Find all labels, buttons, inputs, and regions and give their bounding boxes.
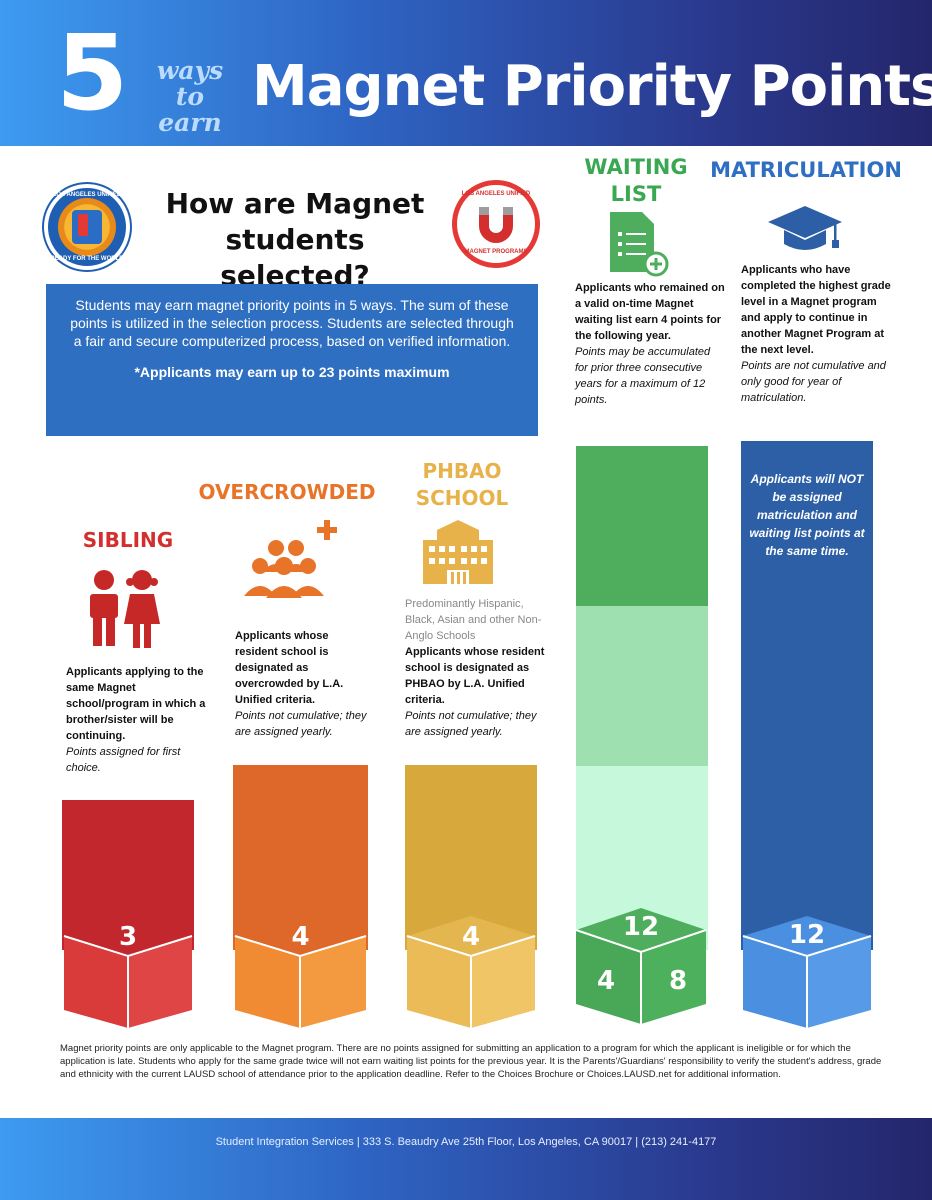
- matriculation-points: 12: [788, 920, 826, 950]
- magnet-icon: [479, 211, 513, 243]
- matriculation-bar-note: Applicants will NOT be assigned matricul…: [749, 472, 865, 558]
- waiting-list-italic: Points may be accumulated for prior thre…: [575, 346, 711, 406]
- sibling-description: Applicants applying to the same Magnet s…: [66, 664, 206, 776]
- school-building-icon: [423, 520, 493, 584]
- waiting-points-one-year: 4: [596, 966, 616, 996]
- lausd-logo-top-text: LOS ANGELES UNIFIED: [52, 192, 122, 198]
- waiting-list-heading: WAITING LIST: [576, 154, 696, 208]
- overcrowded-bold: Applicants whose resident school is desi…: [235, 630, 344, 706]
- sibling-heading: SIBLING: [82, 528, 174, 552]
- matriculation-description: Applicants who have completed the highes…: [741, 262, 891, 406]
- waiting-bar-middle-segment: [576, 606, 708, 766]
- phbao-bold: Applicants whose resident school is desi…: [405, 646, 545, 706]
- matriculation-points-cube: [742, 916, 872, 1028]
- sibling-points-cube: [63, 916, 193, 1028]
- crowd-plus-icon: [244, 520, 337, 598]
- phbao-heading: PHBAO SCHOOL: [402, 458, 522, 512]
- phbao-italic: Points not cumulative; they are assigned…: [405, 710, 537, 738]
- overcrowded-heading: OVERCROWDED: [198, 480, 376, 504]
- phbao-definition: Predominantly Hispanic, Black, Asian and…: [405, 598, 542, 642]
- overcrowded-description: Applicants whose resident school is desi…: [235, 628, 370, 740]
- matriculation-bar: [741, 441, 873, 950]
- ways-line-2: earn: [158, 108, 222, 137]
- waiting-heading-line-2: LIST: [610, 182, 662, 206]
- matriculation-italic: Points are not cumulative and only good …: [741, 360, 886, 404]
- waiting-points-two-years: 8: [668, 966, 688, 996]
- footer-banner: Student Integration Services | 333 S. Be…: [0, 1118, 932, 1200]
- sibling-points: 3: [118, 922, 138, 952]
- waiting-list-bold: Applicants who remained on a valid on-ti…: [575, 282, 725, 342]
- ways-to-earn: ways to earn: [140, 58, 240, 136]
- header-banner: 5 ways to earn Magnet Priority Points: [0, 0, 932, 146]
- magnet-programs-logo: LOS ANGELES UNIFIED MAGNET PROGRAMS: [452, 180, 540, 268]
- magnet-tip-left: [479, 207, 489, 215]
- lausd-logo: LOS ANGELES UNIFIED READY FOR THE WORLD: [44, 184, 130, 270]
- magnet-logo-top-text: LOS ANGELES UNIFIED: [461, 191, 531, 197]
- waiting-points-cube: [575, 908, 707, 1024]
- lausd-logo-bottom-text: READY FOR THE WORLD: [50, 256, 124, 262]
- intro-paragraph: Students may earn magnet priority points…: [70, 297, 514, 349]
- phbao-points: 4: [461, 922, 481, 952]
- magnet-tip-right: [503, 207, 513, 215]
- footer-address: Student Integration Services | 333 S. Be…: [215, 1136, 717, 1148]
- phbao-heading-line-2: SCHOOL: [415, 486, 509, 510]
- magnet-logo-bottom-text: MAGNET PROGRAMS: [464, 249, 528, 255]
- phbao-heading-line-1: PHBAO: [422, 459, 502, 483]
- siblings-icon: [90, 570, 160, 648]
- matriculation-bold: Applicants who have completed the highes…: [741, 264, 891, 356]
- sibling-italic: Points assigned for first choice.: [66, 746, 181, 774]
- big-number: 5: [56, 12, 129, 134]
- waiting-list-description: Applicants who remained on a valid on-ti…: [575, 280, 725, 408]
- sibling-bold: Applicants applying to the same Magnet s…: [66, 666, 206, 742]
- lausd-logo-mark-accent: [78, 214, 88, 236]
- phbao-description: Predominantly Hispanic, Black, Asian and…: [405, 596, 553, 740]
- waiting-points-total: 12: [622, 912, 660, 942]
- waiting-heading-line-1: WAITING: [584, 155, 688, 179]
- intro-box: Students may earn magnet priority points…: [46, 284, 538, 436]
- phbao-points-cube: [406, 916, 536, 1028]
- overcrowded-points: 4: [291, 922, 310, 952]
- footnote: Magnet priority points are only applicab…: [60, 1043, 882, 1080]
- selection-question: How are Magnet students selected?: [165, 187, 425, 292]
- waiting-bar-top-segment: [576, 446, 708, 606]
- matriculation-heading: MATRICULATION: [710, 158, 902, 182]
- ways-line-1: ways to: [156, 56, 224, 111]
- max-points-note: *Applicants may earn up to 23 points max…: [134, 364, 450, 380]
- overcrowded-italic: Points not cumulative; they are assigned…: [235, 710, 367, 738]
- document-plus-icon: [610, 212, 669, 277]
- graduation-cap-icon: [768, 206, 842, 250]
- page-title: Magnet Priority Points: [252, 54, 932, 119]
- overcrowded-points-cube: [234, 916, 367, 1028]
